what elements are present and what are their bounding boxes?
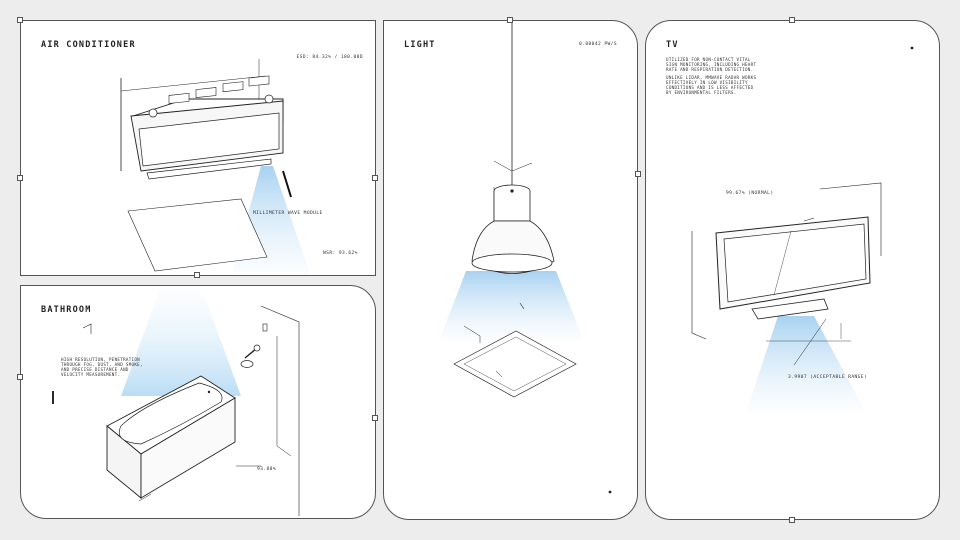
panel-title: LIGHT	[404, 40, 436, 50]
resize-handle[interactable]	[789, 517, 795, 523]
bathroom-readout: 93.88%	[257, 467, 276, 472]
panel-air-conditioner: AIR CONDITIONER ESD: 84.32% / 180.08D MI…	[20, 20, 376, 276]
air-conditioner-illustration	[120, 59, 311, 275]
resize-handle[interactable]	[372, 175, 378, 181]
light-readout: 0.00042 PW/S	[579, 42, 617, 47]
resize-handle[interactable]	[17, 175, 23, 181]
tv-description-1: UTILIZED FOR NON-CONTACT VITAL SIGN MONI…	[666, 57, 757, 72]
tv-label-acceptable: 3.9907 (ACCEPTABLE RANGE)	[788, 375, 868, 380]
tv-description-2: UNLIKE LIDAR, MMWAVE RADAR WORKS EFFECTI…	[666, 75, 757, 95]
panel-tv: TV UTILIZED FOR NON-CONTACT VITAL SIGN M…	[645, 20, 940, 520]
resize-handle[interactable]	[635, 171, 641, 177]
bathroom-illustration	[52, 286, 300, 516]
panel-bathroom: BATHROOM HIGH RESOLUTION, PENETRATION TH…	[20, 285, 376, 519]
resize-handle[interactable]	[17, 17, 23, 23]
resize-handle[interactable]	[17, 374, 23, 380]
panel-title: BATHROOM	[41, 305, 92, 315]
nsr-readout: NSR: 93.62%	[323, 251, 358, 256]
light-illustration	[439, 21, 612, 494]
panel-title: TV	[666, 40, 679, 50]
resize-handle[interactable]	[507, 17, 513, 23]
panel-title: AIR CONDITIONER	[41, 40, 136, 50]
tv-illustration	[691, 46, 914, 413]
resize-handle[interactable]	[194, 272, 200, 278]
panel-light: LIGHT 0.00042 PW/S	[383, 20, 638, 520]
tv-label-normal: 99.67% (NORMAL)	[726, 191, 774, 196]
module-label: MILLIMETER WAVE MODULE	[253, 211, 323, 216]
resize-handle[interactable]	[789, 17, 795, 23]
resize-handle[interactable]	[372, 415, 378, 421]
bathroom-description: HIGH RESOLUTION, PENETRATION THROUGH FOG…	[61, 357, 143, 377]
esd-readout: ESD: 84.32% / 180.08D	[296, 55, 363, 60]
